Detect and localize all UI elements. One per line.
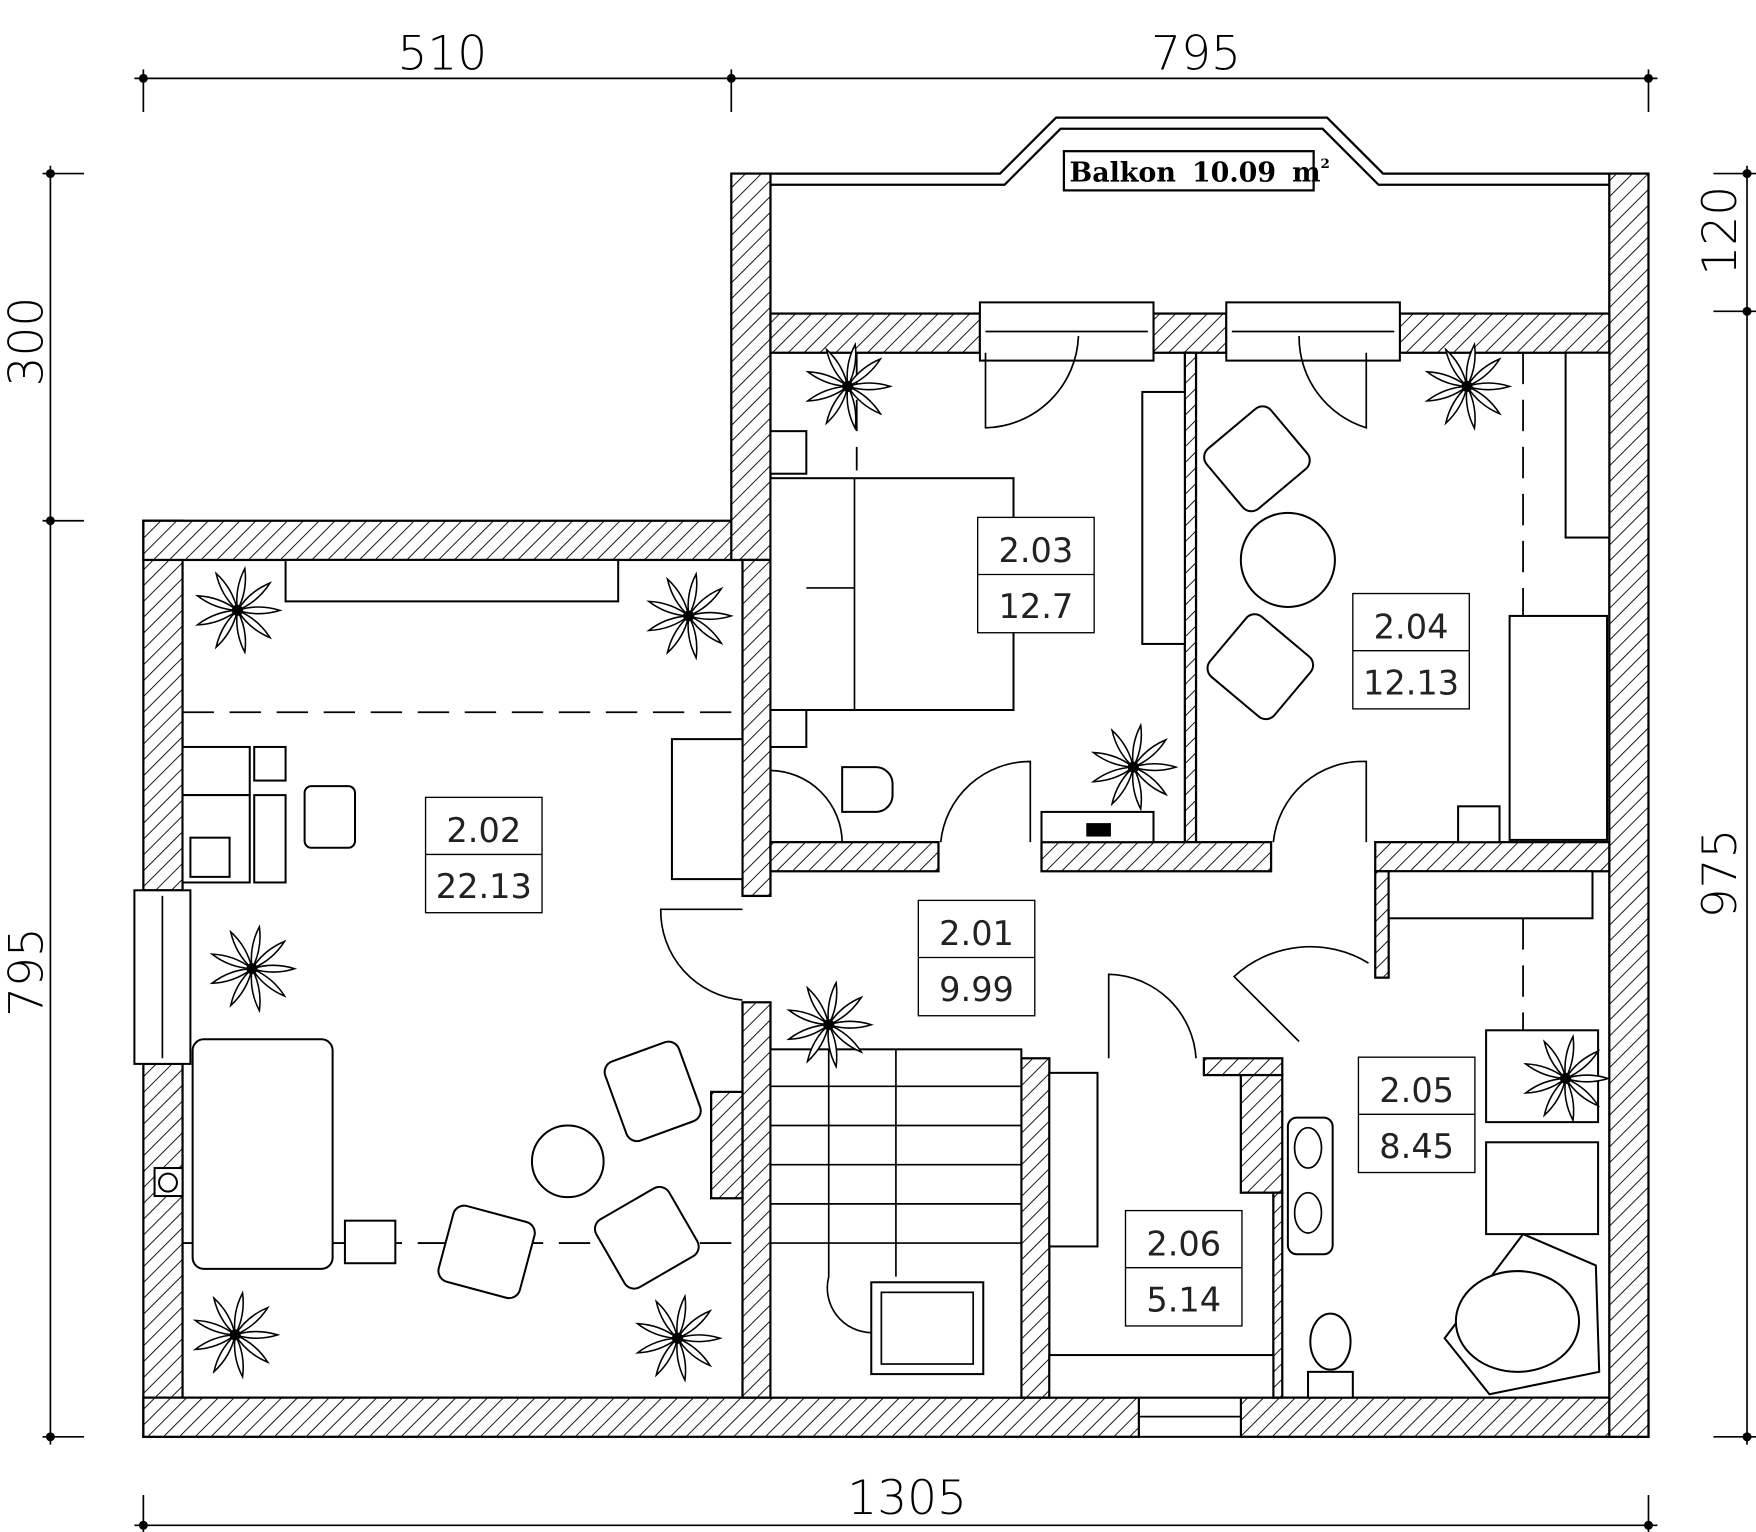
windows <box>133 301 1401 1438</box>
dimension-right-lower: 975 <box>1693 829 1748 919</box>
plant-icon <box>805 341 893 431</box>
room-number: 2.06 <box>1146 1224 1221 1263</box>
room-area: 5.14 <box>1146 1280 1221 1319</box>
room-label-2-02: 2.02 22.13 <box>424 796 543 914</box>
walls <box>142 172 1650 1438</box>
dimension-lines <box>42 69 1756 1532</box>
plant-icon <box>192 1290 281 1380</box>
dimension-bottom: 1305 <box>847 1471 967 1526</box>
dimension-left-lower: 795 <box>0 927 55 1017</box>
plant-icon <box>635 1293 723 1383</box>
dimension-top-right: 795 <box>1151 26 1241 81</box>
balcony-railing <box>731 116 1649 186</box>
room-number: 2.03 <box>999 531 1074 570</box>
plant-icon <box>194 565 283 655</box>
room-area: 22.13 <box>436 867 532 906</box>
room-number: 2.02 <box>446 811 521 850</box>
room-number: 2.04 <box>1374 607 1449 646</box>
room-number: 2.05 <box>1379 1071 1454 1110</box>
room-label-2-06: 2.06 5.14 <box>1124 1209 1243 1327</box>
dimension-left-upper: 300 <box>0 297 55 387</box>
room-labels: 2.01 9.99 2.02 22.13 2.03 12.7 2.04 12.1… <box>424 516 1476 1327</box>
svg-text:Balkon 10.09 m2: Balkon 10.09 m2 <box>1069 156 1329 188</box>
plant-icon <box>1424 341 1513 431</box>
plant-icon <box>646 571 734 661</box>
dimension-top-left: 510 <box>397 26 487 81</box>
room-label-2-03: 2.03 12.7 <box>976 516 1095 634</box>
room-area: 12.13 <box>1363 663 1459 702</box>
room-area: 8.45 <box>1379 1127 1454 1166</box>
plant-icon <box>786 980 874 1070</box>
balcony-label: Balkon 10.09 m2 <box>1062 150 1330 192</box>
plant-icon <box>1523 1033 1611 1123</box>
room-area: 9.99 <box>939 970 1014 1009</box>
plants <box>192 341 1611 1383</box>
furniture <box>153 351 1611 1399</box>
doors <box>659 335 1369 1059</box>
staircase <box>769 1048 1023 1399</box>
room-label-2-04: 2.04 12.13 <box>1352 592 1470 710</box>
dimension-right-upper: 120 <box>1693 186 1748 276</box>
room-area: 12.7 <box>999 587 1074 626</box>
room-label-2-01: 2.01 9.99 <box>917 899 1036 1017</box>
plant-icon <box>209 924 298 1014</box>
room-number: 2.01 <box>939 914 1014 953</box>
room-label-2-05: 2.05 8.45 <box>1357 1056 1476 1174</box>
plant-icon <box>1090 722 1179 812</box>
